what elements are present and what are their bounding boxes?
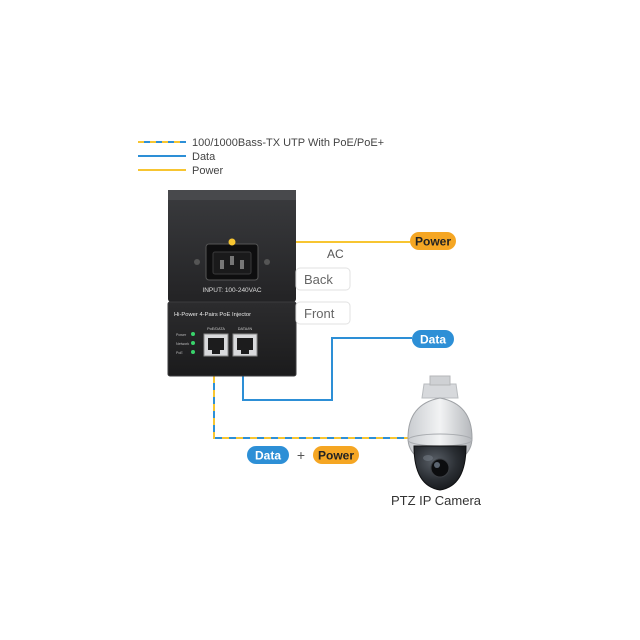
device-front-panel: Hi-Power 4-Pairs PoE Injector Power Netw… [167, 301, 297, 377]
front-tag: Front [295, 301, 351, 325]
ptz-camera [407, 375, 473, 491]
input-voltage-label: INPUT: 100-240VAC [202, 287, 261, 294]
port-label-data-in: DATA/IN [238, 327, 253, 331]
front-panel-title: Hi-Power 4-Pairs PoE Injector [174, 312, 251, 318]
camera-lens-icon [430, 458, 450, 478]
camera-label: PTZ IP Camera [391, 493, 482, 508]
data-badge: Data [412, 330, 454, 348]
poe-combined-line [213, 376, 408, 439]
front-tag-label: Front [304, 306, 335, 321]
data-badge-label: Data [420, 333, 446, 347]
led-poe-indicator [191, 350, 195, 354]
power-badge: Power [410, 232, 456, 250]
back-tag: Back [295, 267, 351, 291]
back-tag-label: Back [304, 272, 333, 287]
legend: 100/1000Bass-TX UTP With PoE/PoE+ Data P… [138, 137, 384, 177]
combo-data-label: Data [255, 449, 281, 463]
led-label-network: Network [176, 342, 189, 346]
status-leds: Power Network PoE [176, 332, 195, 355]
data-in-line [242, 337, 412, 401]
led-power-indicator [191, 332, 195, 336]
legend-label-data: Data [192, 151, 216, 163]
led-label-power: Power [176, 333, 187, 337]
legend-label-power: Power [192, 165, 224, 177]
port-label-poe-data: PoE/DATA [207, 327, 225, 331]
combo-power-label: Power [318, 449, 354, 463]
combo-plus-sign: + [297, 447, 305, 463]
legend-label-poe: 100/1000Bass-TX UTP With PoE/PoE+ [192, 137, 384, 149]
led-label-poe: PoE [176, 351, 183, 355]
ac-label: AC [327, 247, 344, 261]
rj45-port-data-in[interactable] [232, 333, 258, 357]
data-power-combo-badge: Data + Power [247, 446, 359, 464]
power-badge-label: Power [415, 235, 451, 249]
poe-injector-device: INPUT: 100-240VAC Hi-Power 4-Pairs PoE I… [167, 190, 297, 377]
rj45-port-poe-data[interactable] [203, 333, 229, 357]
ac-connection-dot [228, 238, 236, 246]
device-back-panel: INPUT: 100-240VAC [168, 190, 296, 302]
led-network-indicator [191, 341, 195, 345]
